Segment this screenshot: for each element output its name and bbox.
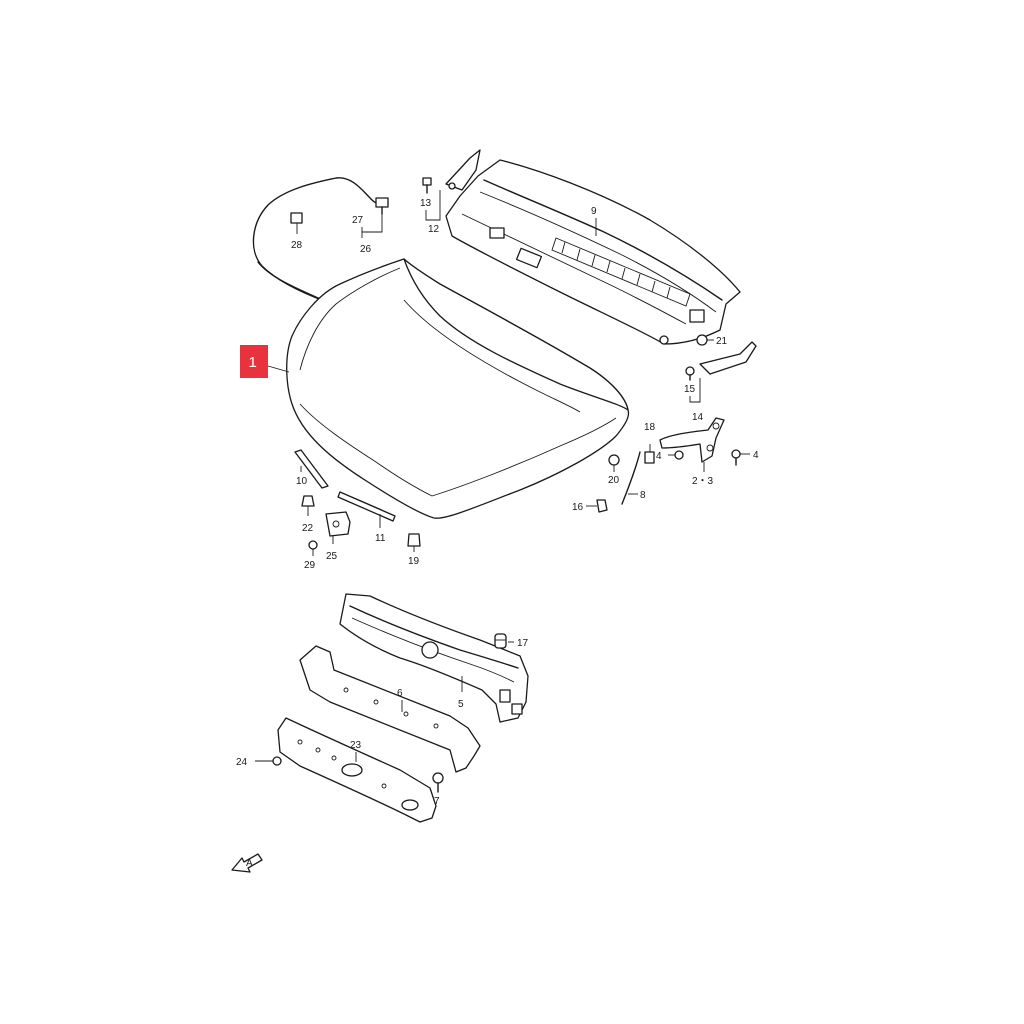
callout-10: 10 xyxy=(296,476,308,487)
callout-16: 16 xyxy=(572,502,584,513)
callout-4-left: 4 xyxy=(656,451,662,462)
callout-7: 7 xyxy=(434,796,440,807)
clip-21[interactable] xyxy=(696,334,714,346)
bolt-4-left[interactable] xyxy=(668,450,684,460)
callout-25: 25 xyxy=(326,551,338,562)
clip-18[interactable] xyxy=(644,444,655,464)
cowl-top-panel[interactable] xyxy=(445,159,741,345)
callout-28: 28 xyxy=(291,240,303,251)
clip-16[interactable] xyxy=(586,499,608,513)
bolt-29[interactable] xyxy=(308,540,318,556)
hood-support-rod[interactable] xyxy=(621,451,641,505)
callout-11: 11 xyxy=(375,533,386,544)
hood-latch-25[interactable] xyxy=(325,511,351,544)
part-1-badge[interactable]: 1 xyxy=(240,345,290,378)
callout-6: 6 xyxy=(397,688,403,699)
hood-seal-11[interactable] xyxy=(337,491,396,528)
callout-24: 24 xyxy=(236,757,248,768)
radiator-support-upper[interactable] xyxy=(339,593,529,723)
direction-arrow-label: A xyxy=(246,858,253,869)
hood-hinge-14[interactable] xyxy=(699,341,757,375)
bolt-4-right[interactable] xyxy=(731,449,750,466)
callout-22: 22 xyxy=(302,523,314,534)
callout-23: 23 xyxy=(350,740,362,751)
buffer-19[interactable] xyxy=(407,533,421,552)
callout-15: 15 xyxy=(684,384,696,395)
hood-seal-10[interactable] xyxy=(294,449,329,489)
callout-29: 29 xyxy=(304,560,316,571)
callout-27: 27 xyxy=(352,215,364,226)
callout-17: 17 xyxy=(517,638,529,649)
callout-5: 5 xyxy=(458,699,464,710)
callout-21: 21 xyxy=(716,336,728,347)
callout-14: 14 xyxy=(692,412,704,423)
callout-19: 19 xyxy=(408,556,420,567)
front-direction-arrow-icon: A xyxy=(231,853,263,873)
screw-13[interactable] xyxy=(422,177,432,194)
bumper-stop-17[interactable] xyxy=(494,633,514,649)
hood-panel[interactable] xyxy=(286,258,630,519)
bolt-24[interactable] xyxy=(255,756,282,766)
callout-12: 12 xyxy=(428,224,440,235)
bolt-7[interactable] xyxy=(432,772,444,793)
leader-14-15 xyxy=(689,378,701,403)
callout-2-3: 2・3 xyxy=(692,476,714,487)
bolt-15[interactable] xyxy=(685,366,695,381)
callout-13: 13 xyxy=(420,198,432,209)
callout-9: 9 xyxy=(591,206,597,217)
leader-26-27 xyxy=(361,214,383,238)
stopper-20[interactable] xyxy=(608,454,620,472)
hood-hinge-assembly[interactable] xyxy=(659,417,725,463)
cable-clip-27[interactable] xyxy=(375,197,389,215)
radiator-support-lower[interactable] xyxy=(277,717,437,823)
clip-22[interactable] xyxy=(301,495,315,516)
callout-8: 8 xyxy=(640,490,646,501)
radiator-support-brace[interactable] xyxy=(299,645,481,773)
callout-26: 26 xyxy=(360,244,372,255)
cable-clip-28[interactable] xyxy=(290,212,303,234)
leader-12-13 xyxy=(425,190,441,221)
callout-18: 18 xyxy=(644,422,656,433)
callout-4-right: 4 xyxy=(753,450,759,461)
cowl-side-seal[interactable] xyxy=(445,149,481,191)
badge-background xyxy=(240,345,268,378)
callout-20: 20 xyxy=(608,475,620,486)
badge-label: 1 xyxy=(249,354,257,371)
